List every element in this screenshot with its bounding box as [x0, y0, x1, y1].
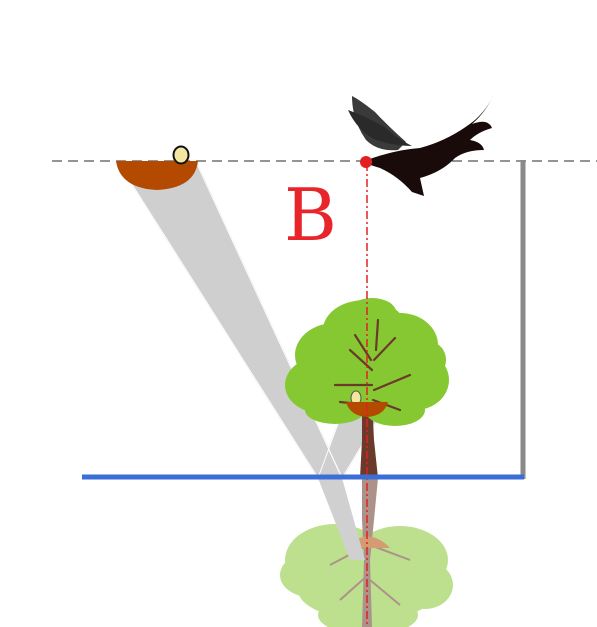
beam-edge-right — [195, 161, 343, 479]
bird-body — [362, 94, 494, 196]
tree-icon — [285, 298, 449, 478]
egg-icon — [172, 145, 190, 165]
bird-wing-front — [348, 110, 412, 146]
tree-foliage — [285, 298, 449, 426]
point-b-marker — [360, 156, 372, 168]
bird-icon — [348, 94, 494, 196]
nest-icon — [116, 161, 198, 190]
point-b-label: B — [284, 173, 337, 257]
water-reflection — [280, 478, 453, 627]
beam-edge-left — [117, 161, 319, 479]
beam-reflection — [318, 478, 365, 560]
tree-reflection-trunk — [362, 478, 378, 627]
